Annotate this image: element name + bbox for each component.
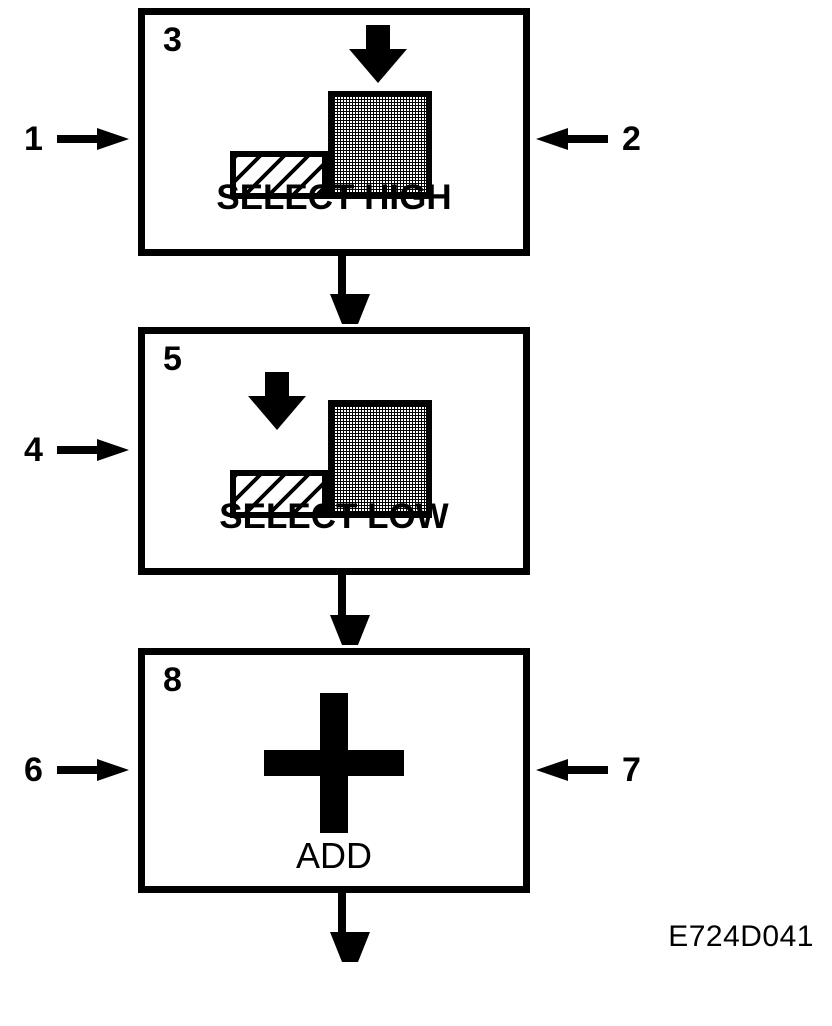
step-caption: ADD: [295, 835, 372, 876]
tall-stippled-block: [328, 400, 432, 518]
connector-arrow-down: [330, 893, 370, 965]
callout-4: 4: [24, 428, 129, 472]
step-caption: SELECT LOW: [219, 497, 449, 536]
callout-7: 7: [536, 748, 641, 792]
arrow-left-icon: [536, 759, 608, 781]
tall-stippled-block: [328, 91, 432, 199]
callout-1: 1: [24, 117, 129, 161]
down-arrow-icon: [347, 25, 409, 87]
arrow-left-icon: [536, 128, 608, 150]
short-hatched-bar: [230, 151, 328, 199]
flow-step-select-high[interactable]: 3 SELECT HIGH: [138, 8, 530, 256]
step-caption: SELECT HIGH: [216, 178, 452, 217]
callout-2: 2: [536, 117, 641, 161]
flow-step-select-low[interactable]: 5 SELECT LOW: [138, 327, 530, 575]
arrow-right-icon: [56, 128, 129, 150]
short-hatched-bar: [230, 470, 328, 518]
down-arrow-icon: [246, 372, 308, 434]
callout-6: 6: [24, 748, 129, 792]
callout-number: 7: [622, 751, 641, 789]
arrow-right-icon: [56, 439, 129, 461]
callout-number: 1: [24, 120, 43, 158]
callout-number: 6: [24, 751, 43, 789]
arrow-right-icon: [56, 759, 129, 781]
high-bar-press-icon: [145, 25, 523, 199]
low-bar-press-icon: [145, 348, 523, 518]
step-index-label: 8: [163, 661, 182, 699]
plus-icon: [264, 693, 404, 833]
figure-reference-code: E724D041: [668, 920, 814, 953]
connector-arrow-down: [330, 256, 370, 327]
connector-arrow-down: [330, 575, 370, 648]
step-index-label: 5: [163, 340, 182, 378]
flow-step-add[interactable]: 8 ADD: [138, 648, 530, 893]
callout-number: 4: [24, 431, 43, 469]
step-index-label: 3: [163, 21, 182, 59]
callout-number: 2: [622, 120, 641, 158]
